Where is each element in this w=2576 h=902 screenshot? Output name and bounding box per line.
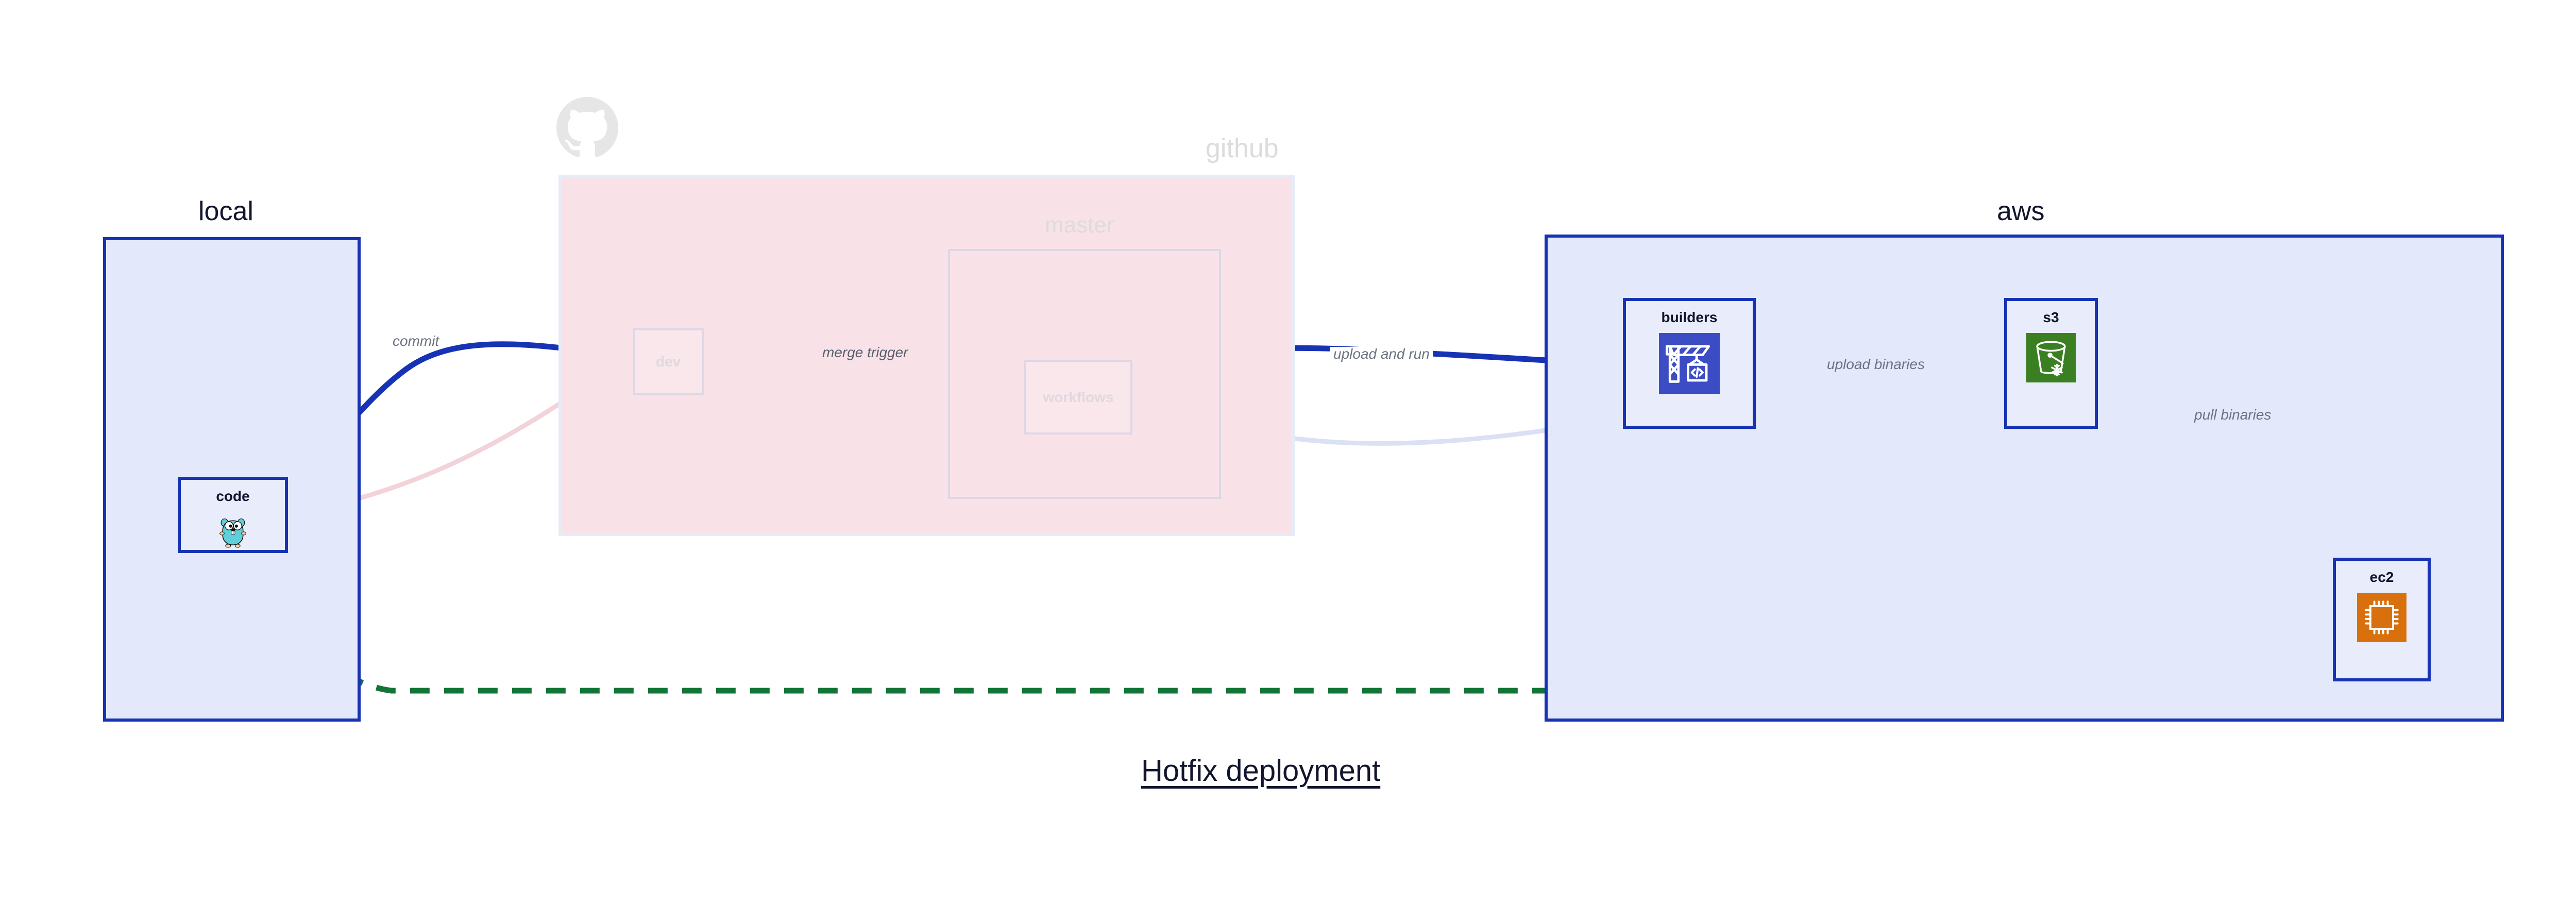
node-ec2[interactable]: ec2 xyxy=(2333,558,2431,681)
s3-glacier-bucket-icon xyxy=(2026,333,2076,382)
group-title-aws: aws xyxy=(1997,196,2045,226)
edge-label-upload-and-run: upload and run xyxy=(1330,347,1433,361)
node-s3[interactable]: s3 xyxy=(2004,298,2098,429)
node-workflows-label: workflows xyxy=(1043,389,1114,405)
edge-label-commit: commit xyxy=(389,334,443,348)
edge-label-pull-binaries: pull binaries xyxy=(2191,408,2275,422)
node-code[interactable]: code xyxy=(178,477,288,553)
node-workflows[interactable]: workflows xyxy=(1024,360,1132,435)
node-builders[interactable]: builders xyxy=(1623,298,1756,429)
subgroup-master xyxy=(948,249,1221,499)
cpu-chip-icon xyxy=(2357,593,2406,642)
node-dev[interactable]: dev xyxy=(633,328,704,395)
node-ec2-label: ec2 xyxy=(2369,569,2394,585)
edge-label-merge-trigger: merge trigger xyxy=(819,345,911,360)
node-s3-label: s3 xyxy=(2043,309,2059,325)
node-dev-label: dev xyxy=(655,354,681,370)
diagram-caption: Hotfix deployment xyxy=(1141,754,1381,788)
group-title-local: local xyxy=(198,196,253,226)
crane-code-icon xyxy=(1659,333,1720,394)
go-gopher-icon xyxy=(219,518,246,548)
group-github[interactable] xyxy=(558,175,1295,536)
node-builders-label: builders xyxy=(1661,309,1718,325)
subgroup-title-master: master xyxy=(1045,212,1114,238)
edge-label-upload-binaries: upload binaries xyxy=(1824,357,1928,372)
group-title-github: github xyxy=(1206,133,1279,163)
node-code-label: code xyxy=(216,488,250,504)
github-octocat-icon xyxy=(556,97,618,158)
